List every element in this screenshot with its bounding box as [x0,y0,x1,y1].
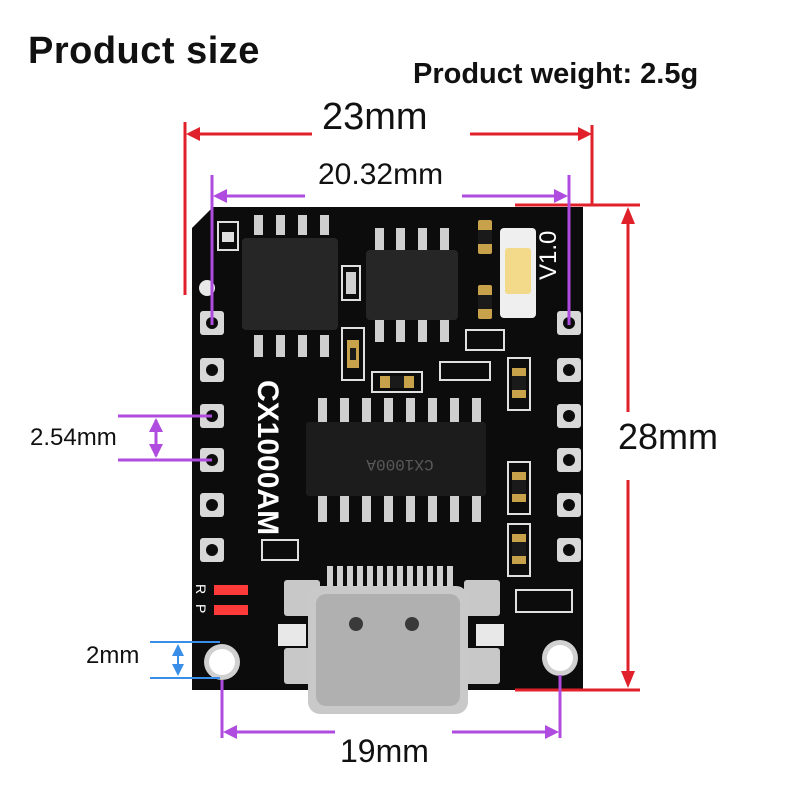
dimension-28mm [515,203,640,692]
chip-marking: CX1000A [366,455,434,473]
main-ic-chip: CX1000A [306,398,486,522]
dim-label-23mm: 23mm [322,96,428,138]
pcb-board: CX1000A CX1000AM V1.0 R P [192,207,583,714]
dimension-2mm [150,641,220,679]
dimension-20-32mm [210,175,571,325]
model-label: CX1000AM [251,380,284,535]
version-label: V1.0 [535,231,562,280]
status-leds: R P [193,584,248,615]
dim-label-2mm: 2mm [86,642,140,669]
led-label-r: R [193,584,209,594]
dimension-23mm [183,122,594,295]
ic-chip-2 [366,228,458,342]
product-weight: Product weight: 2.5g [413,58,699,90]
mounting-holes [204,640,578,680]
ic-chip-1 [242,215,338,357]
dim-label-2-54mm: 2.54mm [30,424,117,451]
smd-components [217,220,573,613]
dim-label-20-32mm: 20.32mm [318,158,444,191]
led-label-p: P [193,604,209,613]
dimension-2-54mm [118,414,212,462]
dimension-19mm [220,675,562,739]
dim-label-19mm: 19mm [340,733,429,769]
dim-label-28mm: 28mm [618,416,719,457]
usb-c-connector [278,566,504,714]
page-title: Product size [28,30,260,72]
